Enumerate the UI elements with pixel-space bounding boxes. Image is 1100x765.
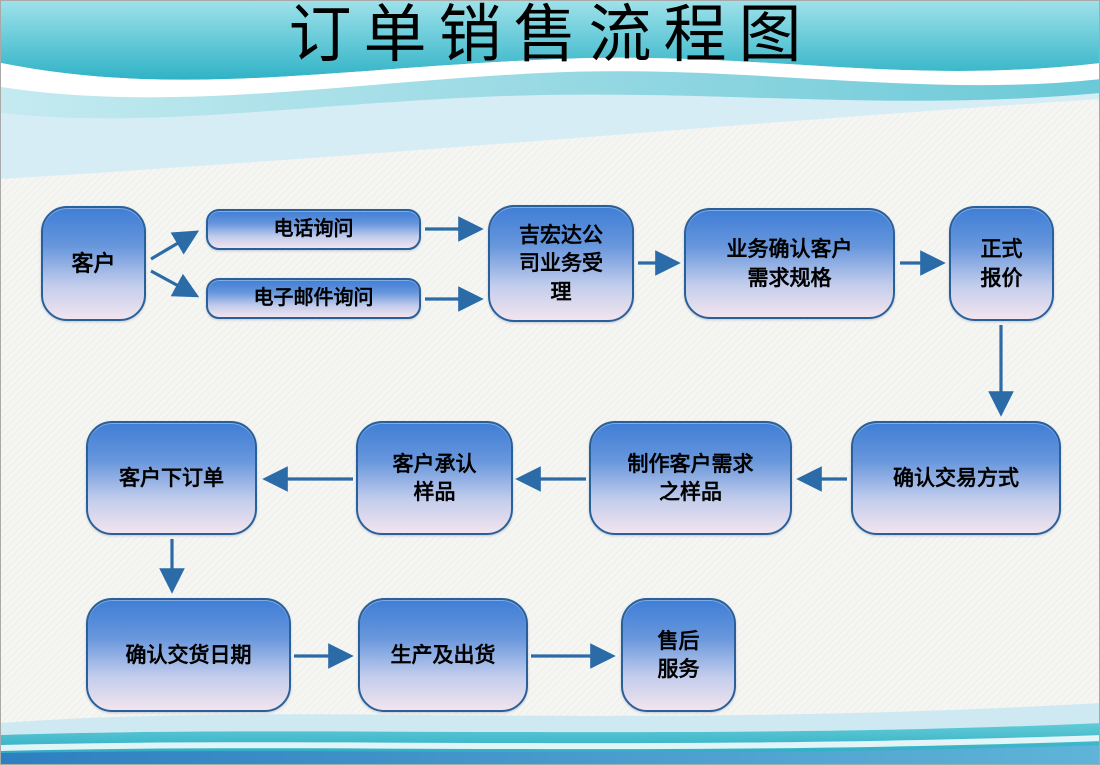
- node-company-acceptance: 吉宏达公 司业务受 理: [488, 205, 634, 322]
- bottom-wave-main: [1, 723, 1099, 764]
- top-wave-secondary: [1, 71, 1099, 119]
- top-wave-pale: [1, 93, 1099, 179]
- node-phone-inquiry: 电话询问: [206, 209, 421, 250]
- node-confirm-trade-method: 确认交易方式: [851, 421, 1061, 535]
- node-customer-place-order: 客户下订单: [86, 421, 257, 535]
- bottom-wave-white-swoosh: [1, 735, 1099, 751]
- node-confirm-delivery-date: 确认交货日期: [86, 598, 291, 712]
- page-title: 订单销售流程图: [288, 0, 814, 70]
- node-customer-approve-sample: 客户承认 样品: [356, 421, 513, 535]
- arrow-customer-to-email: [150, 269, 200, 298]
- arrow-customer-to-phone: [150, 230, 200, 261]
- node-production-and-shipping: 生产及出货: [358, 598, 528, 712]
- node-email-inquiry: 电子邮件询问: [206, 278, 421, 319]
- node-confirm-customer-specs: 业务确认客户 需求规格: [684, 208, 895, 319]
- bottom-wave-blue-strip: [1, 745, 1099, 764]
- node-make-customer-sample: 制作客户需求 之样品: [589, 421, 792, 535]
- node-after-sales-service: 售后 服务: [621, 598, 736, 712]
- node-formal-quotation: 正式 报价: [949, 206, 1054, 321]
- node-customer: 客户: [41, 206, 146, 321]
